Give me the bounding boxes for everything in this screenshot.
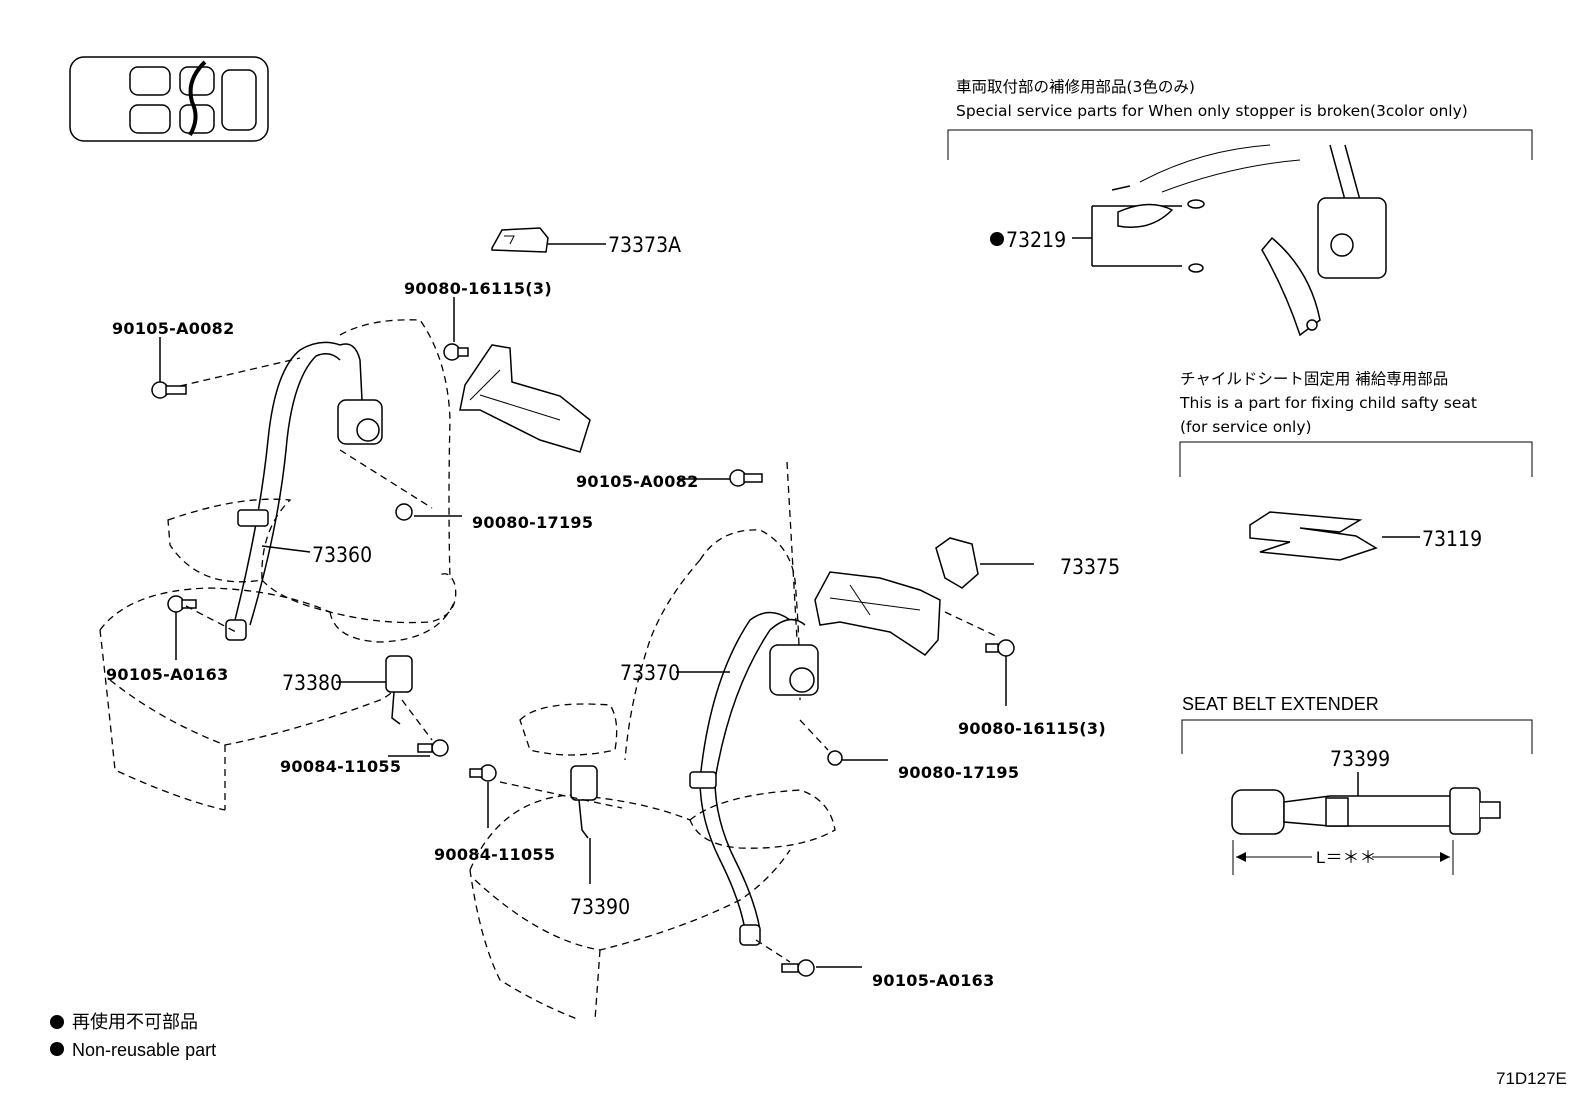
legend-text-jp: 再使用不可部品 <box>72 1012 198 1032</box>
part-label-73119: 73119 <box>1422 527 1482 551</box>
dashed-leaders <box>179 357 997 963</box>
legend-text-en: Non-reusable part <box>72 1040 216 1060</box>
fastener-symbols <box>151 343 1015 977</box>
part-label-73370: 73370 <box>620 661 680 685</box>
part-label-73219: 73219 <box>1006 228 1066 252</box>
fastener-label: 90080-17195 <box>898 763 1019 782</box>
seat-belt-73370 <box>689 611 819 946</box>
left-seat-outline <box>99 319 457 811</box>
buckle-73390 <box>570 765 598 839</box>
fastener-label: 90105-A0082 <box>576 472 699 491</box>
fastener-label: 90105-A0082 <box>112 319 235 338</box>
stopper-note-en: Special service parts for When only stop… <box>956 102 1468 120</box>
fastener-label: 90080-16115(3) <box>958 719 1106 738</box>
fastener-label: 90084-11055 <box>280 757 401 776</box>
right-seat-outline <box>469 529 836 1021</box>
solid-leaders <box>159 243 1034 968</box>
extender-section <box>1181 719 1533 875</box>
part-label-73360: 73360 <box>312 543 372 567</box>
fastener-label: 90080-17195 <box>472 513 593 532</box>
stopper-section <box>947 129 1533 337</box>
fastener-label: 90105-A0163 <box>872 971 995 990</box>
length-label: L＝＊＊ <box>1316 848 1376 867</box>
right-bracket <box>814 571 941 656</box>
part-label-73399: 73399 <box>1330 747 1390 771</box>
fastener-label: 90105-A0163 <box>106 665 229 684</box>
fastener-label: 90080-16115(3) <box>404 279 552 298</box>
left-bracket <box>459 344 591 453</box>
child-seat-note-jp: チャイルドシート固定用 補給専用部品 <box>1180 370 1448 388</box>
part-label-73390: 73390 <box>570 895 630 919</box>
part-label-73375: 73375 <box>1060 555 1120 579</box>
part-label-73373A: 73373A <box>608 233 681 257</box>
cover-73373A <box>491 227 549 253</box>
seat-location-icon <box>69 56 269 142</box>
stopper-note-jp: 車両取付部の補修用部品(3色のみ) <box>956 78 1195 96</box>
part-label-73380: 73380 <box>282 671 342 695</box>
legend-bullet-icon <box>50 1015 64 1029</box>
fastener-label: 90084-11055 <box>434 845 555 864</box>
seat-belt-73360 <box>225 341 383 641</box>
legend-bullet-icon <box>50 1042 64 1056</box>
child-seat-note-service: (for service only) <box>1180 418 1312 436</box>
cover-73375 <box>935 537 979 589</box>
buckle-73380 <box>385 655 413 725</box>
child-seat-section <box>1179 441 1533 561</box>
extender-title: SEAT BELT EXTENDER <box>1182 694 1379 714</box>
child-seat-note-en: This is a part for fixing child safty se… <box>1179 394 1477 412</box>
diagram-code: 71D127E <box>1496 1069 1567 1088</box>
